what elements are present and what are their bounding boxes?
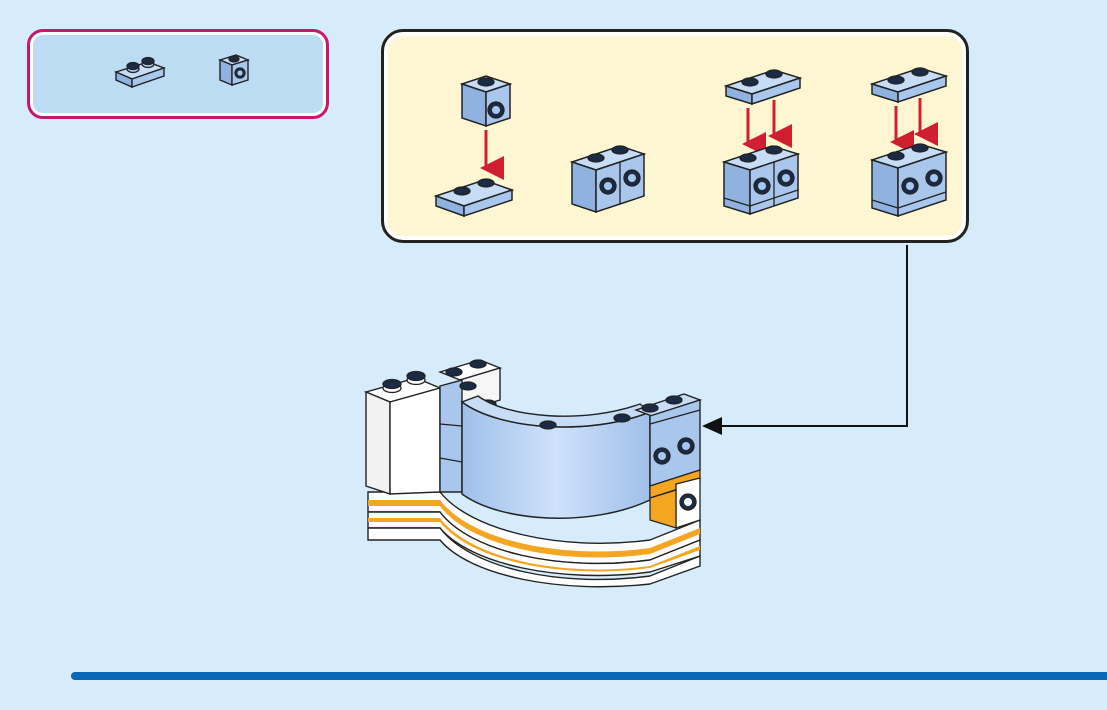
placement-arrow bbox=[702, 245, 907, 435]
substep-1 bbox=[436, 76, 512, 216]
plate-1x2-icon bbox=[116, 58, 164, 88]
page-divider bbox=[71, 672, 1107, 680]
substep-3 bbox=[724, 70, 800, 214]
substep-4 bbox=[872, 68, 946, 216]
brick-1x1-stud-side-icon bbox=[220, 55, 248, 85]
substep-2 bbox=[572, 146, 644, 212]
curved-wall-assembly bbox=[366, 360, 700, 587]
